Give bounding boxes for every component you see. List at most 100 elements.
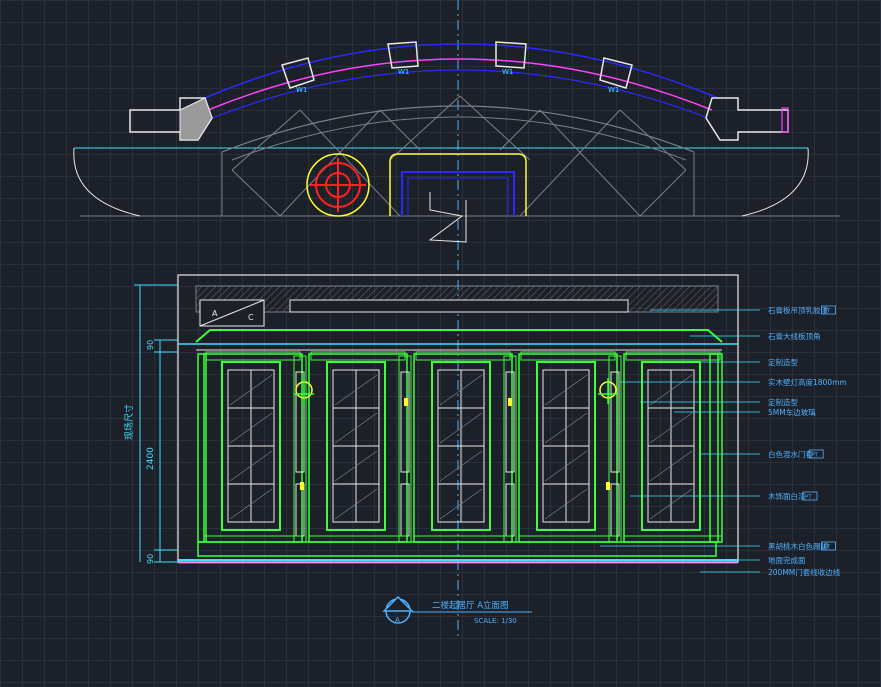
glass-reflection (439, 450, 483, 482)
drawing-scale: SCALE: 1/30 (474, 617, 517, 625)
pilaster-panel (610, 483, 620, 537)
glass-reflection (439, 488, 483, 520)
glass-reflection (649, 412, 693, 444)
annotation-text: 定制造型 (768, 397, 798, 407)
door-frame (641, 361, 701, 531)
bay-capital (415, 351, 511, 361)
annotation-tag: PT (805, 495, 812, 501)
pilaster-panel (610, 371, 620, 473)
window-tag: W1 (296, 86, 307, 94)
title-symbol-letter: A (395, 616, 400, 624)
annotation-item: 定制造型 (768, 357, 798, 367)
glass-reflection (334, 412, 378, 444)
pilaster-panel (400, 371, 410, 473)
annotation-text: 黑胡桃木白色踢脚 (768, 541, 828, 551)
annotation-labels: 石膏板吊顶乳胶漆PT石膏大线板顶角定制造型实木壁灯高度1800mm定制造型5MM… (768, 305, 847, 577)
annotation-text: 实木壁灯高度1800mm (768, 377, 847, 387)
bay-capital (205, 351, 301, 361)
window-post (281, 57, 315, 89)
wall-sconce-icon (598, 378, 618, 404)
annotation-item: 200MM门套线收边线 (768, 567, 841, 577)
door-frame (221, 361, 281, 531)
pilaster-panel (295, 483, 305, 537)
door-handle-icon (508, 398, 512, 406)
glass-reflection (544, 488, 588, 520)
glass-reflection (439, 412, 483, 444)
left-wall-block (129, 97, 213, 141)
elevation-frame (177, 274, 739, 563)
glass-reflection (544, 412, 588, 444)
diamond-pattern (231, 95, 687, 217)
cabinet-bay (308, 351, 412, 543)
annotation-text: 木饰面白漆 (768, 491, 806, 501)
pilaster-panel (400, 483, 410, 537)
glass-reflection (334, 374, 378, 406)
cabinet-bay (518, 351, 622, 543)
glass-reflection (334, 488, 378, 520)
ceiling-arc-2 (231, 116, 687, 161)
glass-reflection (544, 374, 588, 406)
window-post (387, 41, 419, 69)
fireplace-outer (389, 153, 527, 216)
plan-view: W1 W1 W1 W1 (73, 41, 840, 243)
door-frame (536, 361, 596, 531)
annotation-tag-box (808, 449, 824, 459)
annotation-leaders (600, 309, 760, 573)
door-frame (326, 361, 386, 531)
glass-reflection (439, 374, 483, 406)
pilaster-panel (505, 371, 515, 473)
pilaster-panel (295, 371, 305, 473)
window-tag: W1 (398, 68, 409, 76)
annotation-text: 地面完成面 (768, 555, 806, 565)
ceiling-panel (289, 299, 629, 313)
plan-arc-inner (207, 58, 713, 111)
dim-middle-label: 2400 (146, 447, 156, 470)
fireplace-inner (401, 171, 515, 216)
glass-reflection (544, 450, 588, 482)
plan-right-curve (741, 147, 809, 217)
annotation-item: 地面完成面 (768, 555, 806, 565)
plan-left-curve (73, 147, 141, 217)
bay-frame (413, 353, 513, 543)
plan-arc-inner2 (211, 69, 709, 119)
annotation-text: 石膏板吊顶乳胶漆 (768, 305, 828, 315)
annotation-tag: PT (811, 453, 818, 459)
ceiling-arc (221, 105, 695, 153)
glass-reflection (229, 488, 273, 520)
title-block: A 二楼起居厅 A立面图 SCALE: 1/30 (382, 595, 532, 625)
marker-letter-a: A (212, 309, 218, 318)
cabinet-bay (203, 351, 307, 543)
wall-sconce-icon (294, 378, 314, 404)
glass-reflection (229, 450, 273, 482)
marker-letter-c: C (248, 313, 254, 322)
glass-reflection (229, 374, 273, 406)
marker-diagonal (199, 299, 265, 327)
door-handle-icon (404, 398, 408, 406)
cabinet-bay (623, 351, 723, 543)
bay-frame (518, 353, 618, 543)
drawing-title: 二楼起居厅 A立面图 (432, 600, 509, 611)
annotation-text: 白色混水门套 (768, 449, 813, 459)
annotation-text: 200MM门套线收边线 (768, 567, 841, 577)
annotation-item: 石膏大线板顶角 (768, 331, 821, 341)
door-frame (431, 361, 491, 531)
fireplace-inner2 (407, 177, 509, 216)
annotation-item: 定制造型 (768, 397, 798, 407)
bay-capital (625, 351, 721, 361)
pilaster-panel (505, 483, 515, 537)
door-handle-icon (300, 482, 304, 490)
annotation-item: 5MM车边玻璃 (768, 407, 816, 417)
glass-reflection (649, 488, 693, 520)
annotation-tag-box (821, 305, 836, 315)
glass-reflection (649, 374, 693, 406)
door-handle-icon (606, 482, 610, 490)
annotation-tag-box (802, 491, 818, 501)
bay-frame (203, 353, 303, 543)
glass-reflection (229, 412, 273, 444)
dim-vertical-label: 现场尺寸 (123, 404, 135, 440)
skirting-band (197, 541, 717, 557)
